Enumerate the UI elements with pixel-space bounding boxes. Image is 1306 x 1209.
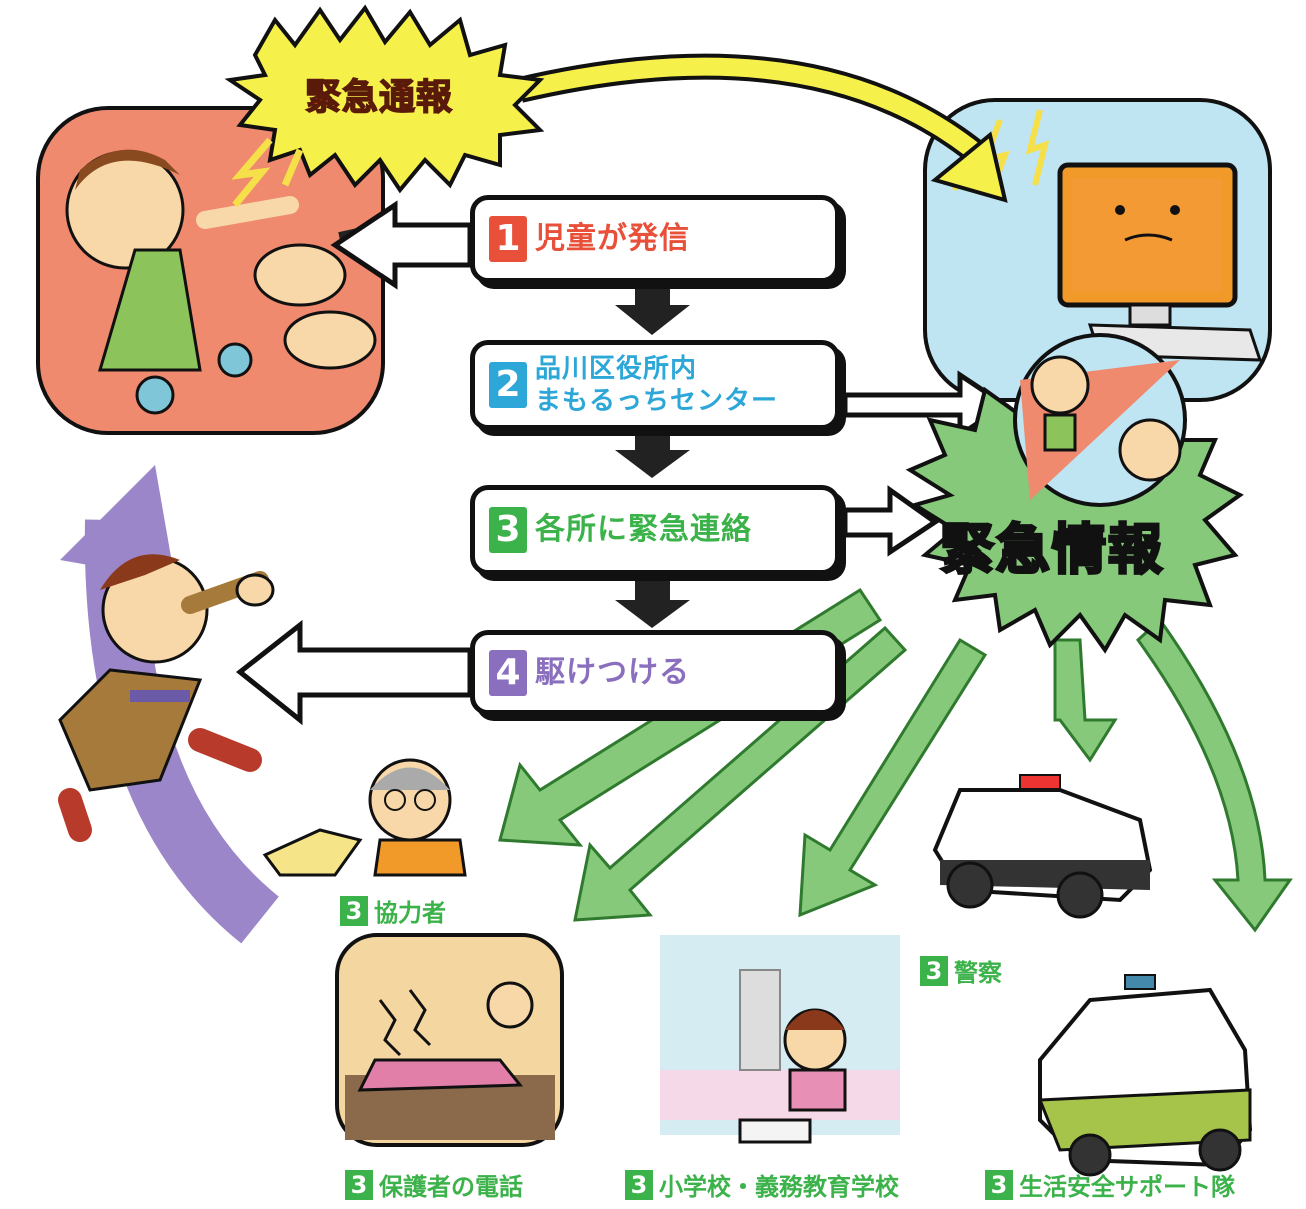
caption-school: 3 小学校・義務教育学校 [625,1167,899,1202]
step-1-number: 1 [489,216,527,262]
caption-parent: 3 保護者の電話 [345,1167,523,1202]
step-3-box: 3 各所に緊急連絡 [470,485,840,575]
step-3-number: 3 [489,507,527,553]
down-arrow-2 [615,430,690,478]
step-2-text-line2: まもるっちセンター [535,386,779,416]
helper-icon [262,758,467,877]
step1-arrow [330,200,473,290]
caption-patrol: 3 生活安全サポート隊 [985,1167,1235,1202]
down-arrow-3 [615,580,690,628]
caption-police-number: 3 [920,955,948,986]
down-arrow-1 [615,285,690,335]
caption-helper: 3 協力者 [340,893,446,928]
step-2-box: 2 品川区役所内 まもるっちセンター [470,340,840,430]
step-4-text: 駆けつける [535,654,690,690]
call-inset-icon [1013,333,1187,507]
patrol-car-icon [1037,974,1253,1177]
step-4-number: 4 [489,649,527,696]
caption-parent-number: 3 [345,1169,373,1200]
police-car-icon [932,774,1153,919]
caption-patrol-number: 3 [985,1169,1013,1200]
caption-helper-number: 3 [340,895,368,926]
emergency-info-label: 緊急情報 [939,517,1164,583]
step3-arrow [842,485,940,557]
lightning-icon [231,137,304,208]
step-1-text: 児童が発信 [535,221,690,256]
alert-burst [224,4,545,194]
step-4-box: 4 駆けつける [470,630,840,715]
step-1-box: 1 児童が発信 [470,195,840,283]
runner-icon [58,554,275,842]
caption-police-text: 警察 [954,959,1002,987]
caption-school-text: 小学校・義務教育学校 [659,1173,899,1201]
step4-arrow [235,619,473,726]
caption-patrol-text: 生活安全サポート隊 [1019,1173,1235,1201]
step-3-text: 各所に緊急連絡 [535,512,752,547]
teacher-illustration-icon [660,969,900,1144]
step-2-number: 2 [489,362,527,408]
monitor-icon [1057,162,1263,362]
parent-illustration-icon [345,981,555,1140]
caption-school-number: 3 [625,1169,653,1200]
alert-title: 緊急通報 [304,76,454,119]
caption-parent-text: 保護者の電話 [379,1173,523,1201]
step-2-text-line1: 品川区役所内 [535,354,698,384]
caption-police: 3 警察 [920,953,1002,988]
caption-helper-text: 協力者 [374,899,446,927]
